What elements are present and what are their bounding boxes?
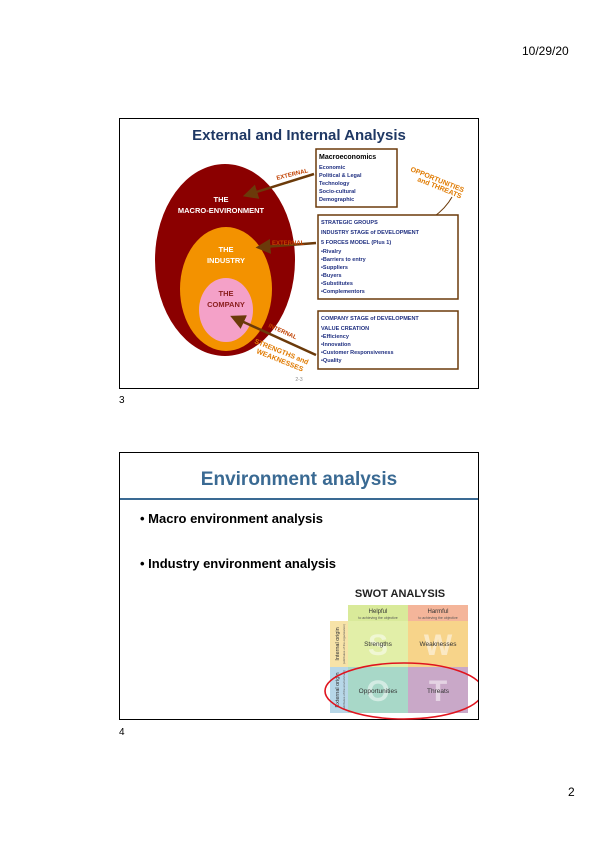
external-arrow-1 [242, 172, 315, 199]
company-item: •Quality [321, 358, 343, 364]
bullet-item: • Macro environment analysis [140, 511, 323, 526]
bullet-text: Industry environment analysis [148, 556, 337, 571]
harmful-label: Harmful [427, 609, 448, 615]
page-date: 10/29/20 [522, 44, 569, 58]
page-number: 2 [568, 785, 575, 799]
bullet-dot: • [140, 511, 149, 526]
analysis-diagram: External and Internal Analysis THE MACRO… [155, 127, 465, 383]
company-box [317, 310, 459, 370]
opportunities-label: Opportunities [359, 688, 398, 695]
industry-item: •Substitutes [321, 281, 353, 287]
harmful-sub: to achieving the objective [418, 616, 457, 620]
bullet-text: Macro environment analysis [148, 511, 324, 526]
helpful-header [348, 605, 408, 621]
company-line: VALUE CREATION [321, 326, 369, 332]
slide-external-internal-analysis: External and Internal Analysis THE MACRO… [119, 118, 479, 389]
external-origin-side [330, 667, 348, 713]
external-arrow-2 [255, 238, 317, 254]
macro-item: Technology [319, 181, 350, 187]
macroeconomics-box [315, 148, 398, 208]
opportunities-quadrant [348, 667, 408, 713]
internal-origin-label: Internal origin [335, 627, 341, 660]
industry-line: INDUSTRY STAGE of DEVELOPMENT [321, 230, 420, 236]
macro-item: Economic [319, 165, 345, 171]
slide-number: 4 [119, 727, 125, 738]
company-line: COMPANY STAGE of DEVELOPMENT [321, 316, 419, 322]
industry-item: •Suppliers [321, 265, 348, 271]
weaknesses-quadrant [408, 621, 468, 667]
strengths-label: Strengths [364, 641, 393, 648]
slide-number: 3 [119, 395, 125, 406]
company-item: •Efficiency [321, 334, 350, 340]
slide-environment-analysis: Environment analysis • Macro environment… [119, 452, 479, 720]
macro-label-2: MACRO-ENVIRONMENT [178, 206, 265, 215]
swot-title: SWOT ANALYSIS [355, 588, 445, 600]
internal-arrow [230, 315, 317, 357]
industry-label-1: THE [219, 245, 234, 254]
industry-item: •Barriers to entry [321, 257, 367, 263]
macro-label-1: THE [214, 195, 229, 204]
title-divider [120, 498, 478, 500]
industry-line: STRATEGIC GROUPS [321, 220, 378, 226]
weaknesses-label: Weaknesses [419, 641, 457, 648]
letter-s: S [368, 629, 388, 662]
industry-line: 5 FORCES MODEL (Plus 1) [321, 240, 391, 246]
threats-label: Threats [427, 688, 450, 695]
letter-t: T [429, 675, 447, 708]
industry-label-2: INDUSTRY [207, 256, 245, 265]
macro-item: Demographic [319, 197, 354, 203]
internal-origin-sub: (attributes of the organization) [342, 624, 346, 664]
macro-item: Political & Legal [319, 173, 362, 179]
swot-diagram: SWOT ANALYSIS Helpful to achieving the o… [324, 588, 478, 720]
external-label-2: EXTERNAL [272, 241, 305, 247]
external-origin-sub: (attributes of the environment) [342, 670, 346, 710]
company-item: •Innovation [321, 342, 351, 348]
slide2-title: Environment analysis [200, 469, 398, 490]
industry-item: •Buyers [321, 273, 342, 279]
helpful-label: Helpful [369, 609, 388, 615]
industry-box [317, 214, 459, 300]
company-label-1: THE [219, 289, 234, 298]
company-item: •Customer Responsiveness [321, 350, 394, 356]
industry-item: •Complementors [321, 289, 365, 295]
letter-o: O [366, 675, 389, 708]
highlight-ellipse [324, 662, 478, 720]
company-label-2: COMPANY [207, 300, 245, 309]
bullet-dot: • [140, 556, 149, 571]
threats-quadrant [408, 667, 468, 713]
letter-w: W [424, 629, 453, 662]
slide1-title: External and Internal Analysis [192, 127, 406, 144]
internal-origin-side [330, 621, 348, 667]
macro-heading: Macroeconomics [319, 154, 376, 161]
macro-item: Socio-cultural [319, 189, 356, 195]
external-origin-label: External origin [335, 672, 341, 707]
strengths-quadrant [348, 621, 408, 667]
industry-item: •Rivalry [321, 249, 342, 255]
helpful-sub: to achieving the objective [358, 616, 397, 620]
company-circle [199, 278, 253, 342]
bullet-item: • Industry environment analysis [140, 556, 336, 571]
slide1-footer-code: 2-3 [295, 377, 302, 383]
harmful-header [408, 605, 468, 621]
